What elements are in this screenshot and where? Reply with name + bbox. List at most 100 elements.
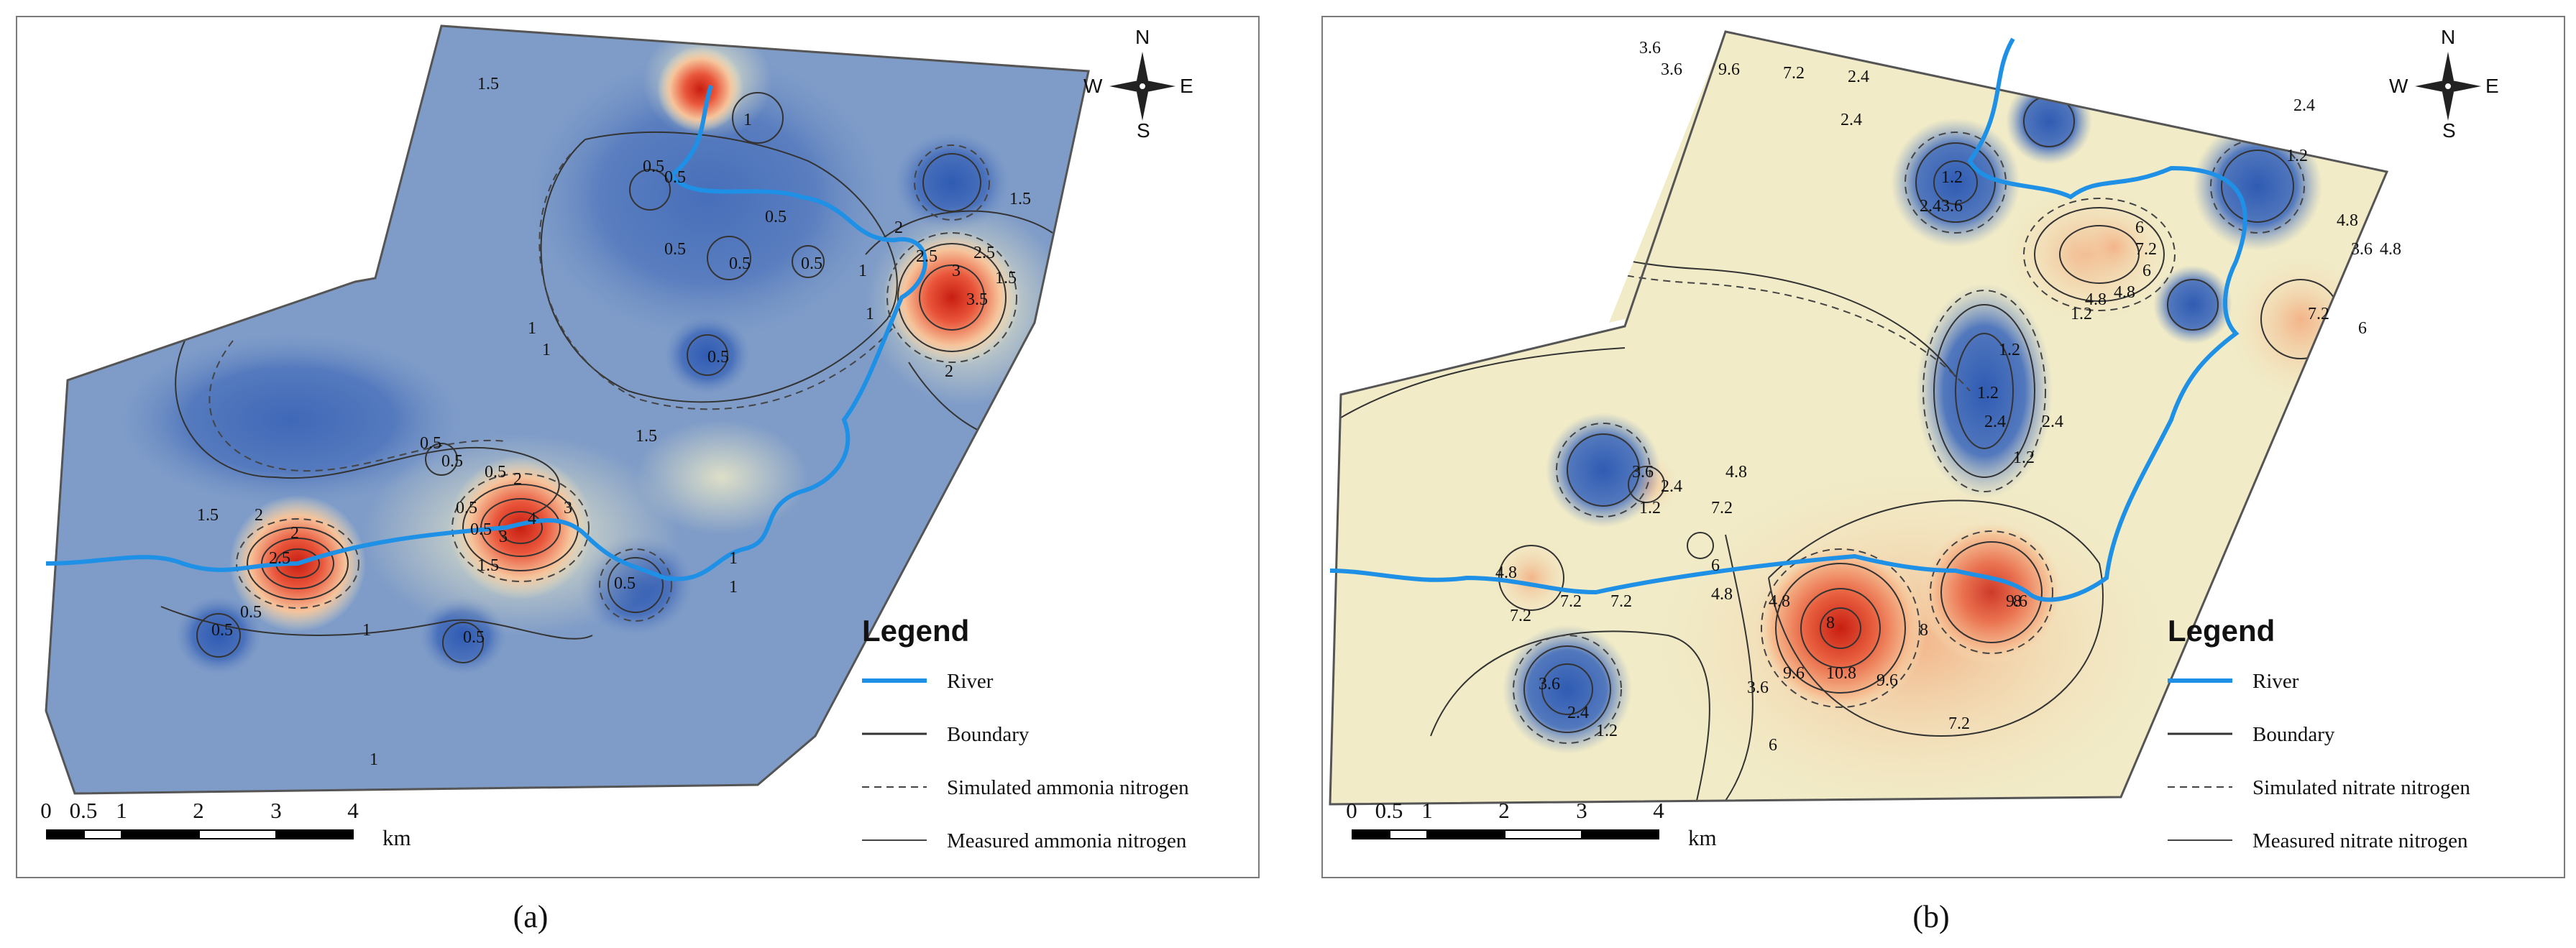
- legend-measured: Measured nitrate nitrogen: [2168, 821, 2541, 874]
- legend-boundary: Boundary: [862, 714, 1236, 768]
- compass-n: N: [2441, 26, 2456, 48]
- contour-label: 2.4: [2293, 96, 2315, 115]
- compass-e: E: [2485, 75, 2499, 97]
- contour-label: 4: [528, 510, 536, 528]
- compass-rose-icon: [2415, 52, 2481, 121]
- contour-label: 6: [2142, 262, 2151, 280]
- legend-label: Boundary: [2252, 723, 2335, 746]
- contour-label: 1.5: [636, 427, 657, 446]
- compass-s: S: [1137, 119, 1150, 142]
- scale-unit: km: [1688, 825, 1717, 850]
- contour-label: 6: [1711, 556, 1720, 575]
- scale-unit: km: [382, 825, 411, 850]
- study-boundary: [1329, 30, 2389, 806]
- contour-label: 1: [528, 319, 536, 338]
- caption-b: (b): [1912, 899, 1950, 934]
- legend-title: Legend: [862, 614, 970, 648]
- contour-label: 1: [743, 111, 752, 129]
- compass-w: W: [1083, 75, 1103, 97]
- contour-label: 1: [858, 262, 867, 280]
- contour-label: 0.5: [240, 603, 262, 622]
- contour-label: 0.5: [211, 621, 233, 640]
- contour-label: 1: [362, 621, 371, 640]
- contour-label: 0.5: [643, 157, 664, 176]
- contour-label: 6: [2135, 218, 2144, 237]
- contour-label: 0.5: [470, 520, 492, 539]
- contour-label: 0.5: [707, 348, 729, 367]
- contour-label: 1: [866, 305, 874, 323]
- legend-b: Legend River Boundary Simulated nitrate …: [2168, 614, 2541, 874]
- contour-label: 1.2: [1639, 499, 1661, 517]
- contour-label: 0.5: [614, 574, 636, 593]
- contour-label: 0.5: [765, 208, 787, 226]
- contour-label: 1.2: [2286, 147, 2308, 165]
- contour-label: 7.2: [1948, 714, 1970, 733]
- contour-label: 2.4: [2042, 413, 2063, 431]
- contour-label: 10.8: [1826, 664, 1856, 683]
- contour-label: 2.5: [269, 549, 290, 568]
- contour-label: 3.5: [966, 290, 988, 309]
- contour-label: 2: [290, 524, 299, 543]
- contour-label: 1.2: [1596, 722, 1618, 740]
- contour-label: 1.2: [2071, 305, 2092, 323]
- scale-tick: 4: [347, 798, 359, 823]
- contour-label: 2: [894, 218, 903, 237]
- contour-label: 3.6: [1639, 39, 1661, 57]
- contour-label: 2.5: [973, 244, 995, 262]
- contour-label: 7.2: [1510, 607, 1531, 625]
- contour-label: 9.6: [1718, 60, 1740, 79]
- contour-label: 4.8: [2380, 240, 2401, 259]
- contour-label: 3: [564, 499, 572, 517]
- contour-label: 8: [1826, 614, 1835, 632]
- contour-label: 3: [499, 528, 508, 546]
- contour-label: 2.4: [1841, 111, 1862, 129]
- compass-s: S: [2442, 119, 2456, 142]
- legend-measured: Measured ammonia nitrogen: [862, 821, 1236, 874]
- contour-label: 8: [2013, 592, 2022, 611]
- contour-label: 2.4: [1661, 477, 1682, 496]
- contour-label: 6: [1769, 736, 1777, 755]
- contour-label: 2.4: [1848, 68, 1869, 86]
- legend-title: Legend: [2168, 614, 2275, 648]
- scale-tick: 3: [1576, 798, 1587, 823]
- contour-label: 3: [952, 262, 961, 280]
- contour-label: 7.2: [1610, 592, 1632, 611]
- contour-label: 4.8: [1711, 585, 1733, 604]
- contour-label: 0.5: [485, 463, 506, 482]
- contour-label: 4.8: [2114, 283, 2135, 302]
- contour-label: 2.4: [1984, 413, 2006, 431]
- study-boundary: [45, 24, 1090, 795]
- caption-a: (a): [513, 899, 549, 934]
- contour-label: 1.5: [995, 269, 1017, 287]
- north-arrow: N S W E: [2389, 26, 2499, 142]
- contour-label: 9.6: [1876, 671, 1898, 690]
- contour-label: 6: [2358, 319, 2367, 338]
- contour-label: 4.8: [2337, 211, 2358, 230]
- legend-a: Legend River Boundary Simulated ammonia …: [862, 614, 1236, 874]
- contour-label: 0.5: [463, 628, 485, 647]
- legend-label: Simulated ammonia nitrogen: [947, 776, 1189, 799]
- north-arrow: N S W E: [1083, 26, 1193, 142]
- contour-label: 3.6: [1661, 60, 1682, 79]
- contour-label: 4.8: [1769, 592, 1790, 611]
- contour-label: 1: [370, 750, 378, 769]
- contour-label: 2.4: [1920, 197, 1941, 216]
- contour-label: 7.2: [1711, 499, 1733, 517]
- contour-label: 1.2: [1977, 384, 1999, 402]
- contour-label: 3.6: [1747, 678, 1769, 697]
- scale-tick: 0.5: [1375, 798, 1403, 823]
- contour-label: 3.6: [1632, 463, 1654, 482]
- contour-label: 7.2: [2308, 305, 2329, 323]
- scale-tick: 2: [193, 798, 204, 823]
- river-line: [45, 85, 927, 581]
- scale-bar-a: 0 0.5 1 2 3 4 km: [39, 798, 427, 862]
- legend-simulated: Simulated ammonia nitrogen: [862, 768, 1236, 821]
- contour-label: 0.5: [441, 452, 463, 471]
- legend-river: River: [2168, 661, 2541, 714]
- contour-label: 4.8: [1725, 463, 1747, 482]
- contour-label: 2: [513, 470, 522, 489]
- contour-label: 1: [542, 341, 551, 359]
